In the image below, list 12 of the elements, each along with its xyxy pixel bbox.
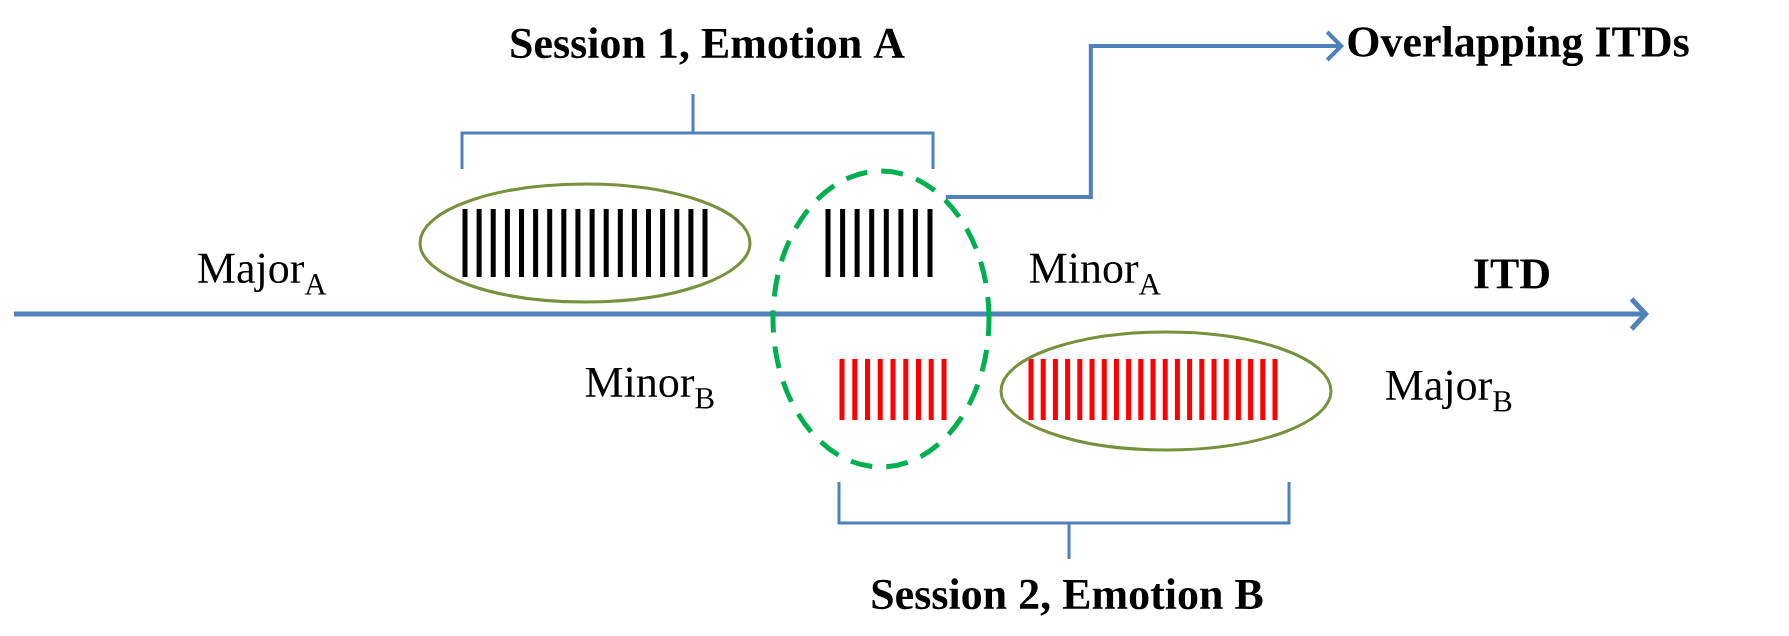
heading: Session 1, Emotion A [511,27,905,65]
ellipse [770,168,992,470]
heading: Overlapping ITDs [1348,25,1689,67]
axis-label: ITD [1474,259,1549,289]
label: Minor$_{B}$ [585,367,714,409]
label: Minor$_{A}$ [1029,253,1161,295]
ellipse [999,330,1333,452]
arrow [945,30,1345,200]
heading: Session 2, Emotion B [872,578,1263,616]
label: Major$_{B}$ [1386,370,1512,412]
label: Major$_{A}$ [198,253,327,295]
ellipse [418,182,752,304]
